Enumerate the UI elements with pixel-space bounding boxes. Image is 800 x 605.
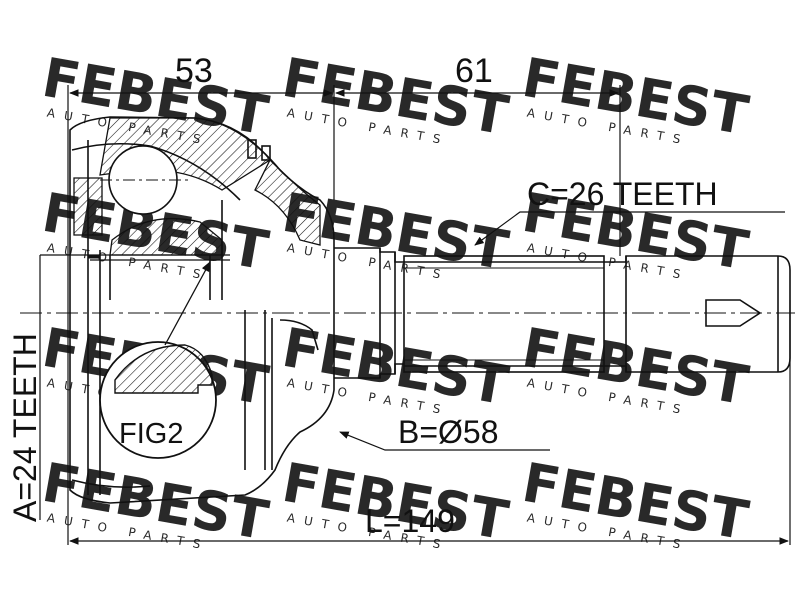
dimension-lines: [39, 85, 791, 545]
fig2-inset: FIG2: [99, 261, 217, 459]
output-shaft: [334, 247, 791, 379]
dim-label-b: B=Ø58: [398, 414, 499, 450]
fig2-label: FIG2: [119, 418, 183, 450]
dim-label-c: C=26 TEETH: [527, 176, 718, 212]
inner-spline: [40, 254, 230, 261]
leader-c: [474, 211, 785, 246]
dim-label-a: A=24 TEETH: [7, 333, 43, 522]
dim-label-61: 61: [455, 52, 493, 90]
hatched-sections: [73, 117, 321, 256]
fig2-leader-line: [164, 261, 211, 346]
joint-ball: [108, 145, 178, 215]
leader-b: [339, 431, 550, 451]
dim-label-53: 53: [175, 52, 213, 90]
dim-label-l: L=149: [365, 503, 455, 539]
